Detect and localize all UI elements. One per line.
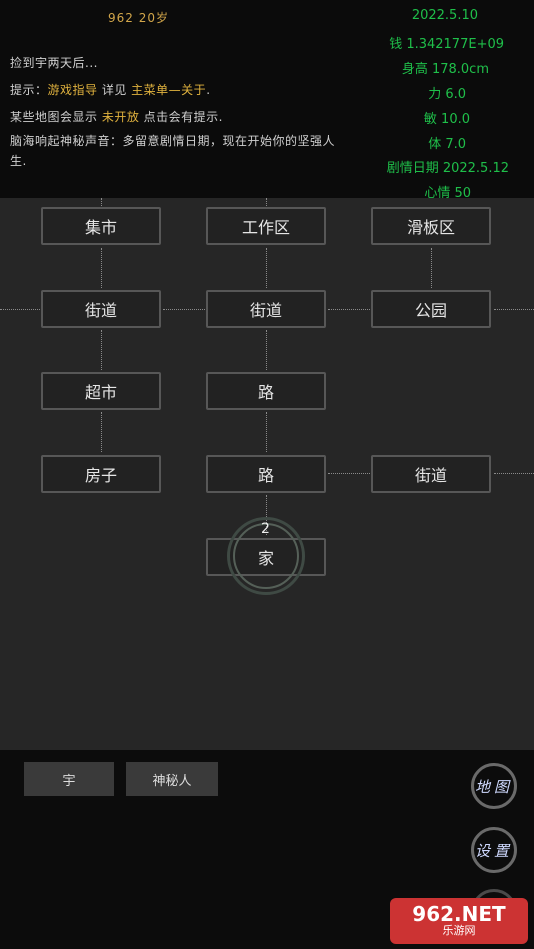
character-tag-mystery[interactable]: 神秘人 <box>126 762 218 796</box>
message-line: 某些地图会显示 未开放 点击会有提示. <box>10 108 223 125</box>
settings-button[interactable]: 设置 <box>471 827 517 873</box>
map-path <box>328 473 370 474</box>
message-text: 某些地图会显示 <box>10 110 102 124</box>
stat-agility: 敏 10.0 <box>423 112 470 127</box>
location-market[interactable]: 集市 <box>41 207 161 245</box>
map-path <box>266 495 267 535</box>
player-marker-number: 2 <box>261 521 270 537</box>
map-path <box>101 198 102 206</box>
map-path <box>101 330 102 370</box>
stat-strength: 力 6.0 <box>428 87 466 102</box>
message-line: 脑海响起神秘声音：多留意剧情日期，现在开始你的坚强人生. <box>10 134 336 168</box>
stat-stamina: 体 7.0 <box>428 137 466 152</box>
watermark-logo-text: 962.NET <box>412 902 506 926</box>
watermark-site-name: 乐游网 <box>442 924 476 937</box>
stat-mood: 心情 50 <box>424 186 471 201</box>
location-work-area[interactable]: 工作区 <box>206 207 326 245</box>
location-road[interactable]: 路 <box>206 372 326 410</box>
location-supermarket[interactable]: 超市 <box>41 372 161 410</box>
map-path <box>0 309 40 310</box>
info-panel: 962 20岁 捡到宇两天后... 提示：游戏指导 详见 主菜单—关于. 某些地… <box>0 0 534 201</box>
map-path <box>101 248 102 288</box>
message-text: 详见 <box>97 83 132 97</box>
player-marker-ring <box>227 517 305 595</box>
map-path <box>163 309 205 310</box>
location-park[interactable]: 公园 <box>371 290 491 328</box>
not-open-label: 未开放 <box>101 110 140 124</box>
stat-money: 钱 1.342177E+09 <box>389 37 504 52</box>
site-watermark: 962.NET 乐游网 <box>390 898 528 944</box>
map-button[interactable]: 地图 <box>471 763 517 809</box>
message-line: 提示：游戏指导 详见 主菜单—关于. <box>10 81 211 98</box>
player-marker-inner-ring <box>233 523 299 589</box>
map-path <box>494 473 534 474</box>
main-menu-about-link[interactable]: 主菜单—关于 <box>131 83 207 97</box>
message-text: 提示： <box>10 83 48 97</box>
location-road[interactable]: 路 <box>206 455 326 493</box>
current-date: 2022.5.10 <box>411 8 478 23</box>
player-info: 962 20岁 <box>108 11 169 25</box>
location-street[interactable]: 街道 <box>206 290 326 328</box>
location-skate-area[interactable]: 滑板区 <box>371 207 491 245</box>
message-text: . <box>206 83 211 97</box>
map-path <box>494 309 534 310</box>
map-path <box>266 330 267 370</box>
location-street[interactable]: 街道 <box>371 455 491 493</box>
game-guide-link[interactable]: 游戏指导 <box>47 83 98 97</box>
location-street[interactable]: 街道 <box>41 290 161 328</box>
stat-height: 身高 178.0cm <box>401 62 489 77</box>
map-path <box>266 248 267 288</box>
map-path <box>328 309 370 310</box>
stat-plot-date: 剧情日期 2022.5.12 <box>386 161 509 176</box>
message-line: 捡到宇两天后... <box>10 56 98 70</box>
map-path <box>101 412 102 452</box>
character-tag-yu[interactable]: 宇 <box>24 762 114 796</box>
map-path <box>431 248 432 288</box>
location-house[interactable]: 房子 <box>41 455 161 493</box>
map-path <box>266 198 267 206</box>
map-path <box>266 412 267 452</box>
message-text: 点击会有提示. <box>139 110 223 124</box>
